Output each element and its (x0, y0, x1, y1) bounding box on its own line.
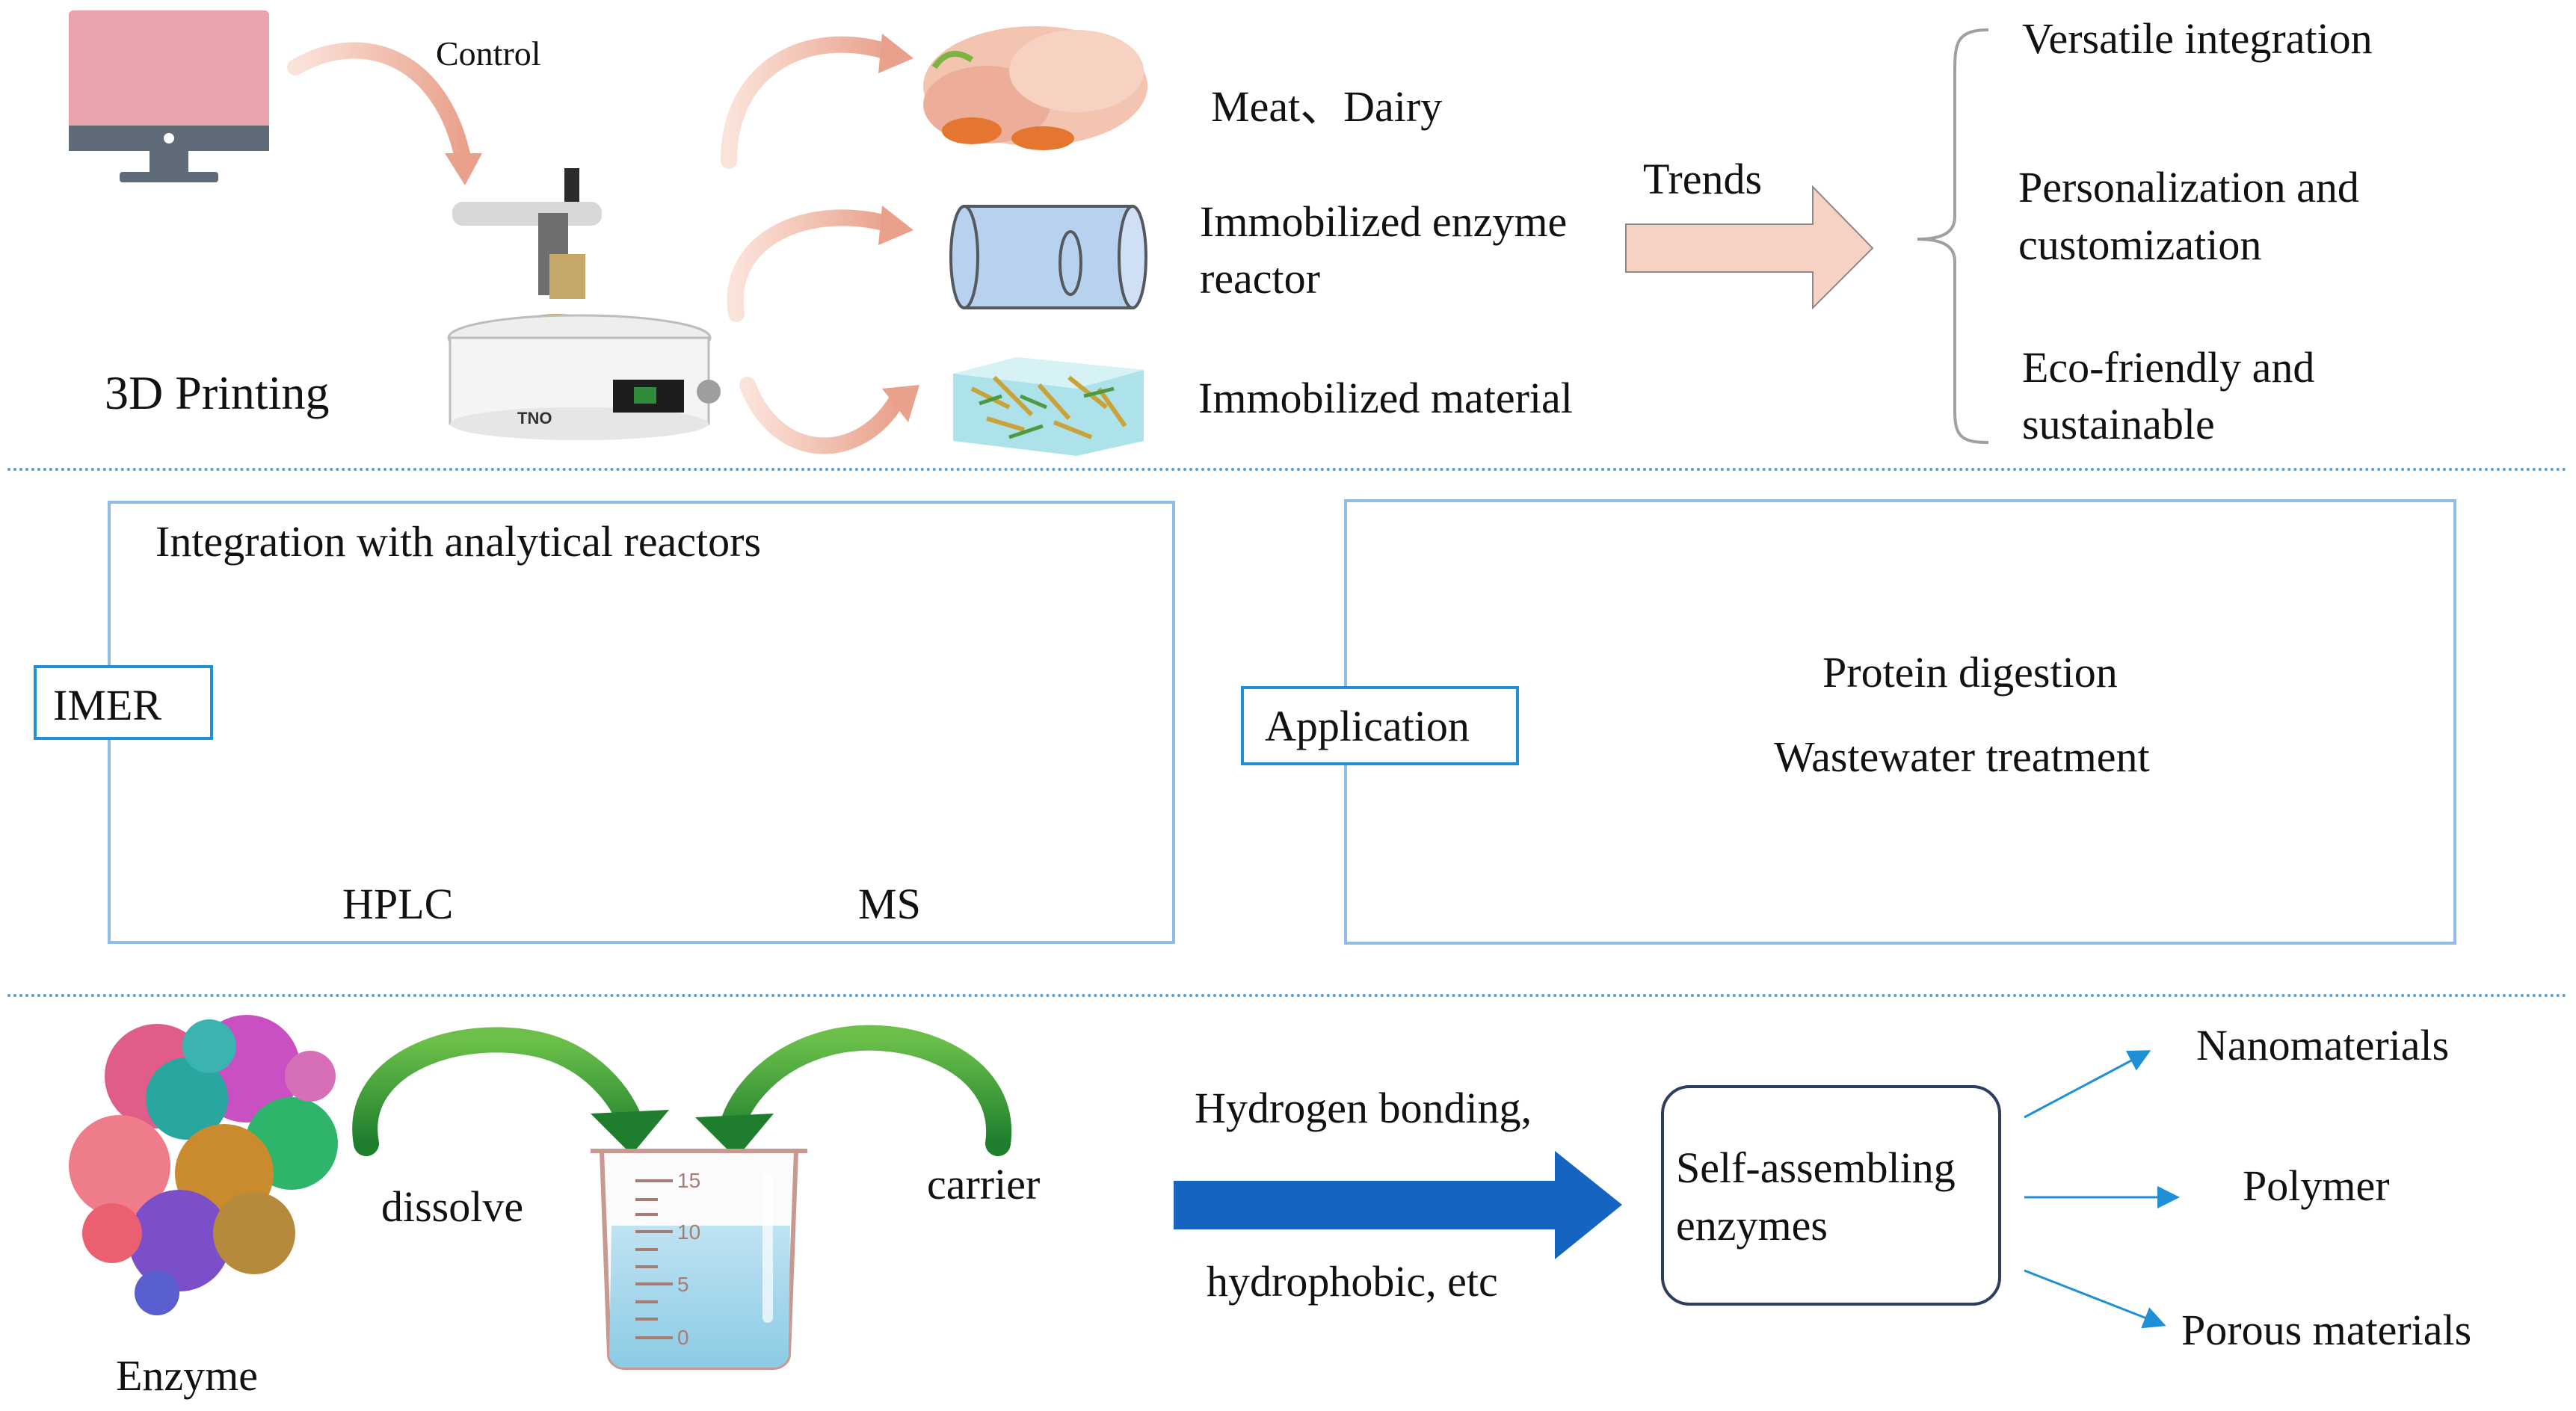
beaker-tick-10: 10 (677, 1220, 701, 1244)
trends-arrow (1625, 185, 1874, 310)
output-meat-dairy-label: Meat、Dairy (1211, 82, 1443, 131)
monitor-icon (69, 10, 269, 182)
section-divider-bottom (7, 994, 2569, 997)
product-arrows (2024, 1050, 2180, 1329)
protein-digestion-label: Protein digestion (1822, 648, 2118, 697)
dissolve-arrow (352, 1027, 669, 1156)
interaction-label-line1: Hydrogen bonding, (1195, 1084, 1532, 1132)
carrier-arrow (695, 1025, 1012, 1158)
svg-text:TNO: TNO (517, 409, 552, 427)
application-label: Application (1241, 686, 1519, 765)
enzyme-structure-image (69, 1015, 338, 1315)
trend-item-3-line2: sustainable (2022, 400, 2215, 448)
meat-image (923, 26, 1147, 150)
self-assembling-label-line2: enzymes (1676, 1201, 1828, 1250)
trends-label: Trends (1643, 155, 1763, 203)
interaction-label-line2: hydrophobic, etc (1207, 1257, 1498, 1306)
3d-printer-icon: TNO (447, 168, 721, 440)
trend-item-2-line2: customization (2018, 220, 2262, 269)
product-polymer: Polymer (2243, 1161, 2390, 1210)
product-nanomaterials: Nanomaterials (2196, 1021, 2450, 1069)
output-arrow-reactor (727, 206, 913, 322)
trend-item-2-line1: Personalization and (2018, 163, 2359, 212)
hplc-label: HPLC (342, 880, 454, 928)
enzyme-label: Enzyme (116, 1351, 259, 1400)
dissolve-label: dissolve (381, 1182, 524, 1231)
output-arrow-meat (721, 34, 913, 169)
beaker-icon (591, 1149, 807, 1370)
product-porous-materials: Porous materials (2181, 1306, 2472, 1354)
enzyme-reactor-icon (949, 205, 1147, 309)
beaker-tick-0: 0 (677, 1326, 689, 1349)
self-assembling-label-line1: Self-assembling (1676, 1143, 1956, 1192)
trends-brace (1917, 28, 1989, 444)
output-material-label: Immobilized material (1198, 374, 1573, 422)
carrier-label: carrier (927, 1160, 1041, 1208)
trend-item-1: Versatile integration (2022, 14, 2373, 63)
integration-panel (108, 501, 1175, 944)
output-enzyme-reactor-label-line2: reactor (1200, 254, 1320, 303)
beaker-tick-5: 5 (677, 1273, 689, 1296)
beaker-tick-15: 15 (677, 1169, 701, 1192)
application-panel (1344, 499, 2456, 945)
ms-label: MS (858, 880, 921, 928)
output-enzyme-reactor-label-line1: Immobilized enzyme (1200, 197, 1568, 246)
self-assembling-box (1661, 1085, 2001, 1306)
printing-label: 3D Printing (105, 366, 330, 419)
immobilized-material-image (953, 357, 1144, 456)
integration-title: Integration with analytical reactors (155, 517, 762, 566)
wastewater-treatment-label: Wastewater treatment (1774, 732, 2150, 781)
section-divider-top (7, 468, 2569, 471)
control-arrow (287, 42, 482, 185)
control-label: Control (436, 34, 541, 72)
output-arrow-material (739, 377, 919, 454)
imer-label: IMER (34, 665, 213, 740)
trend-item-3-line1: Eco-friendly and (2022, 343, 2315, 392)
interaction-arrow (1174, 1151, 1622, 1259)
